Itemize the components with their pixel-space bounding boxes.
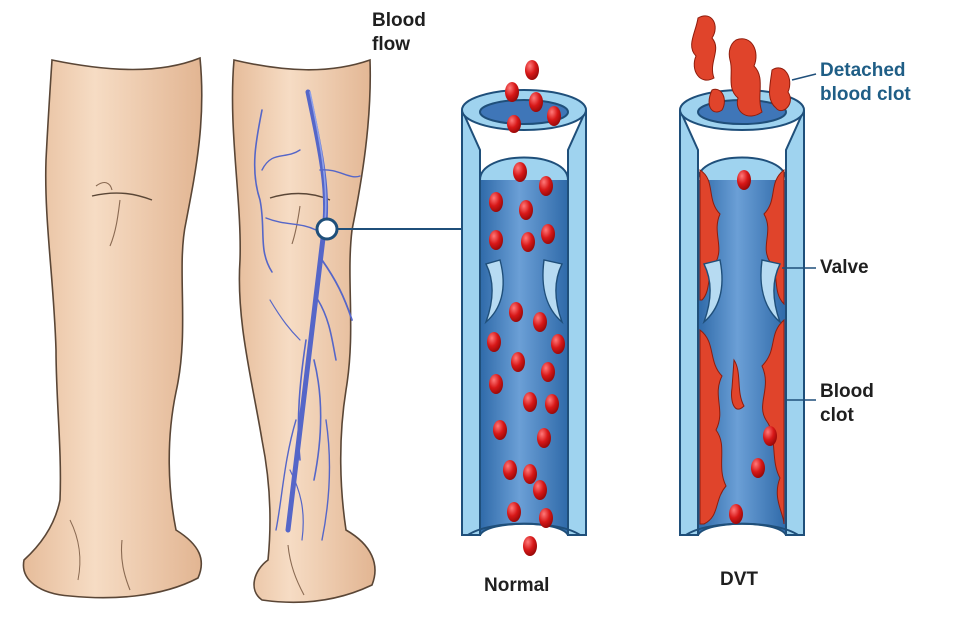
blood-cell — [511, 352, 525, 372]
valve-label: Valve — [820, 257, 869, 278]
blood-cell — [489, 230, 503, 250]
left-leg — [22, 56, 203, 599]
blood-cell — [547, 106, 561, 126]
blood-flow-label: Blood flow — [372, 9, 426, 57]
dvt-valve — [702, 259, 782, 325]
normal-blood-cells — [487, 60, 565, 556]
blood-cell — [523, 536, 537, 556]
blood-cell — [507, 502, 521, 522]
blood-cell — [541, 362, 555, 382]
normal-valve — [484, 259, 564, 325]
blood-cell — [763, 426, 777, 446]
blood-cell — [519, 200, 533, 220]
blood-cell — [525, 60, 539, 80]
detached-line2: blood clot — [820, 84, 911, 105]
blood-cell — [533, 312, 547, 332]
callout-connector — [315, 217, 462, 241]
blood-clot-label: Blood clot — [820, 380, 874, 428]
right-leg — [231, 58, 376, 604]
blood-cell — [541, 224, 555, 244]
leg-veins — [253, 89, 361, 541]
blood-cell — [551, 334, 565, 354]
blood-cell — [523, 464, 537, 484]
detached-line1: Detached — [820, 60, 906, 81]
detached-clot-label: Detached blood clot — [820, 59, 911, 107]
blood-cell — [487, 332, 501, 352]
blood-cell — [539, 176, 553, 196]
blood-cell — [533, 480, 547, 500]
blood-cell — [489, 374, 503, 394]
dvt-label: DVT — [720, 569, 758, 590]
blood-cell — [493, 420, 507, 440]
blood-flow-line1: Blood — [372, 10, 426, 31]
normal-vessel — [461, 89, 587, 536]
blood-cell — [505, 82, 519, 102]
blood-clot-line1: Blood — [820, 381, 874, 402]
blood-clot-line2: clot — [820, 405, 854, 426]
blood-cell — [537, 428, 551, 448]
blood-cell — [751, 458, 765, 478]
blood-cell — [729, 504, 743, 524]
blood-cell — [523, 392, 537, 412]
blood-cell — [521, 232, 535, 252]
normal-label: Normal — [484, 575, 550, 596]
dvt-vessel — [679, 89, 805, 536]
blood-cell — [507, 115, 521, 133]
blood-cell — [545, 394, 559, 414]
label-pointers — [782, 73, 817, 401]
blood-flow-line2: flow — [372, 34, 410, 55]
dvt-blood-cells — [729, 170, 777, 524]
blood-cell — [489, 192, 503, 212]
blood-cell — [529, 92, 543, 112]
blood-cell — [503, 460, 517, 480]
blood-cell — [737, 170, 751, 190]
detached-clots — [691, 15, 791, 117]
blood-cell — [513, 162, 527, 182]
blood-cell — [509, 302, 523, 322]
blood-cell — [539, 508, 553, 528]
